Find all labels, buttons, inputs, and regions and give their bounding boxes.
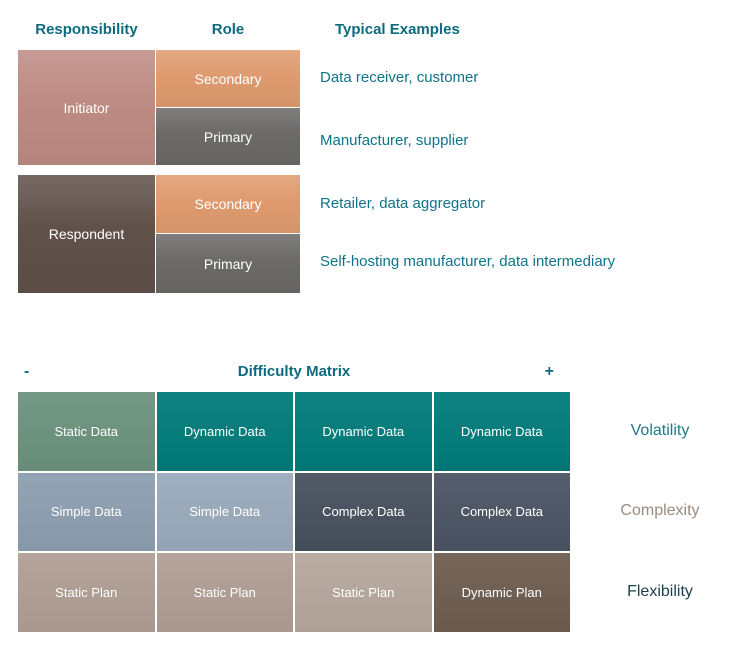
column-header-responsibility: Responsibility xyxy=(35,21,138,38)
matrix-cell-label: Dynamic Plan xyxy=(461,585,542,601)
matrix-row-label-complexity: Complexity xyxy=(620,502,700,519)
matrix-cell-flexibility-3: Static Plan xyxy=(295,553,432,632)
matrix-cell-label: Complex Data xyxy=(322,504,405,520)
role-cell-respondent-secondary: Secondary xyxy=(156,175,300,233)
difficulty-max-sign: + xyxy=(544,363,554,380)
matrix-cell-label: Simple Data xyxy=(50,504,122,520)
responsibility-cell-respondent: Respondent xyxy=(18,175,155,293)
matrix-cell-complexity-3: Complex Data xyxy=(295,472,432,552)
matrix-cell-volatility-4: Dynamic Data xyxy=(433,392,570,471)
matrix-cell-label: Static Plan xyxy=(55,585,118,601)
matrix-cell-label: Static Plan xyxy=(332,585,395,601)
matrix-cell-flexibility-4: Dynamic Plan xyxy=(433,553,570,632)
matrix-cell-label: Dynamic Data xyxy=(460,423,543,439)
role-cell-respondent-primary: Primary xyxy=(156,234,300,293)
responsibility-cell-initiator: Initiator xyxy=(18,50,155,165)
matrix-cell-label: Simple Data xyxy=(189,504,261,520)
role-cell-initiator-primary: Primary xyxy=(156,108,300,165)
responsibility-label: Initiator xyxy=(63,99,110,116)
matrix-cell-flexibility-1: Static Plan xyxy=(18,553,155,632)
matrix-cell-volatility-2: Dynamic Data xyxy=(156,392,293,471)
example-text-respondent-secondary: Retailer, data aggregator xyxy=(320,195,486,212)
role-label: Secondary xyxy=(194,196,262,212)
role-label: Primary xyxy=(203,128,253,145)
example-text-initiator-secondary: Data receiver, customer xyxy=(320,69,479,86)
matrix-title: Difficulty Matrix xyxy=(237,363,351,380)
matrix-cell-label: Static Plan xyxy=(193,585,256,601)
matrix-cell-complexity-1: Simple Data xyxy=(18,472,155,552)
matrix-cell-label: Dynamic Data xyxy=(322,423,405,439)
role-label: Primary xyxy=(203,255,253,272)
example-text-respondent-primary: Self-hosting manufacturer, data intermed… xyxy=(320,253,616,270)
matrix-cell-label: Complex Data xyxy=(460,504,543,520)
matrix-cell-label: Dynamic Data xyxy=(183,423,266,439)
role-cell-initiator-secondary: Secondary xyxy=(156,50,300,107)
matrix-cell-flexibility-2: Static Plan xyxy=(156,553,293,632)
matrix-cell-complexity-4: Complex Data xyxy=(433,472,570,552)
matrix-title-bar: - Difficulty Matrix + xyxy=(18,362,570,382)
matrix-cell-label: Static Data xyxy=(54,423,119,439)
responsibility-label: Respondent xyxy=(48,226,125,242)
matrix-cell-complexity-2: Simple Data xyxy=(156,472,293,552)
matrix-row-label-volatility: Volatility xyxy=(630,422,690,439)
matrix-cell-volatility-3: Dynamic Data xyxy=(295,392,432,471)
example-text-initiator-primary: Manufacturer, supplier xyxy=(320,132,469,149)
role-label: Secondary xyxy=(194,70,262,87)
matrix-cell-volatility-1: Static Data xyxy=(18,392,155,471)
column-header-role: Role xyxy=(211,21,245,38)
difficulty-matrix-grid: Static Data Dynamic Data Dynamic Data Dy… xyxy=(18,392,570,632)
difficulty-min-sign: - xyxy=(24,363,30,380)
column-header-typical-examples: Typical Examples xyxy=(335,21,460,38)
matrix-row-label-flexibility: Flexibility xyxy=(627,583,693,600)
